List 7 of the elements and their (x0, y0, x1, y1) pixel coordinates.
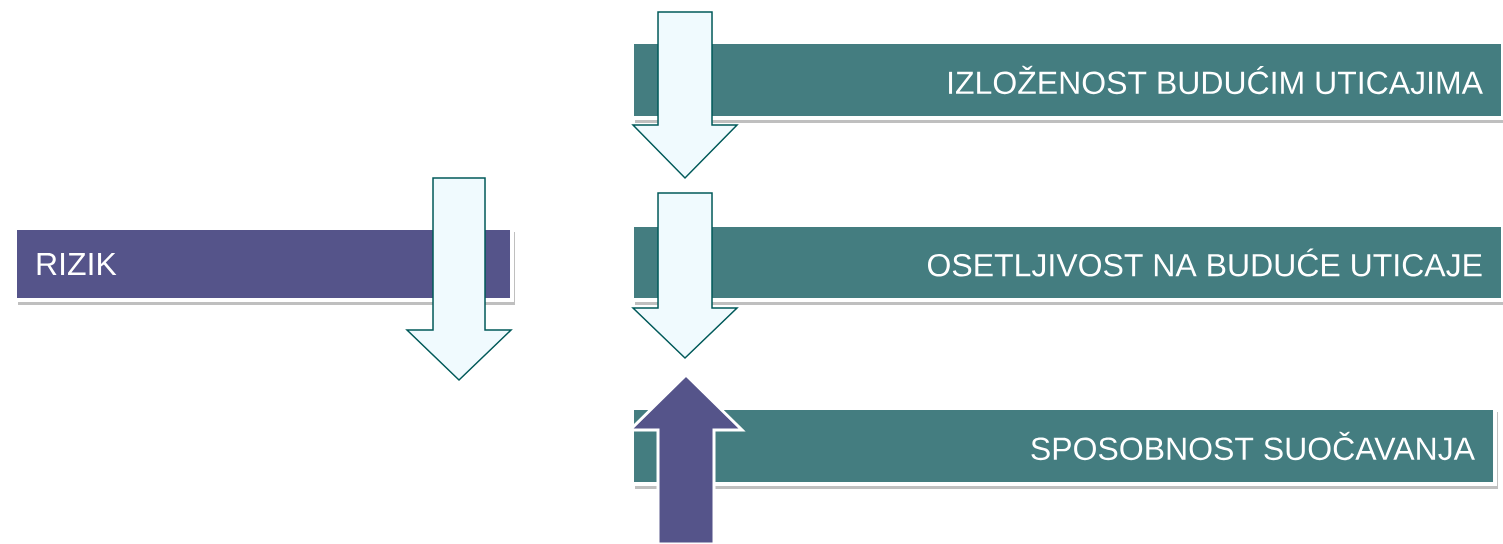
process-box: OSETLJIVOST NA BUDUĆE UTICAJE (630, 223, 1503, 305)
process-box: SPOSOBNOST SUOČAVANJA (630, 406, 1498, 489)
block-arrow (631, 192, 739, 360)
process-box: IZLOŽENOST BUDUĆIM UTICAJIMA (630, 40, 1503, 123)
block-arrow (631, 11, 739, 180)
block-arrow (405, 177, 513, 382)
process-box: RIZIK (13, 226, 515, 305)
